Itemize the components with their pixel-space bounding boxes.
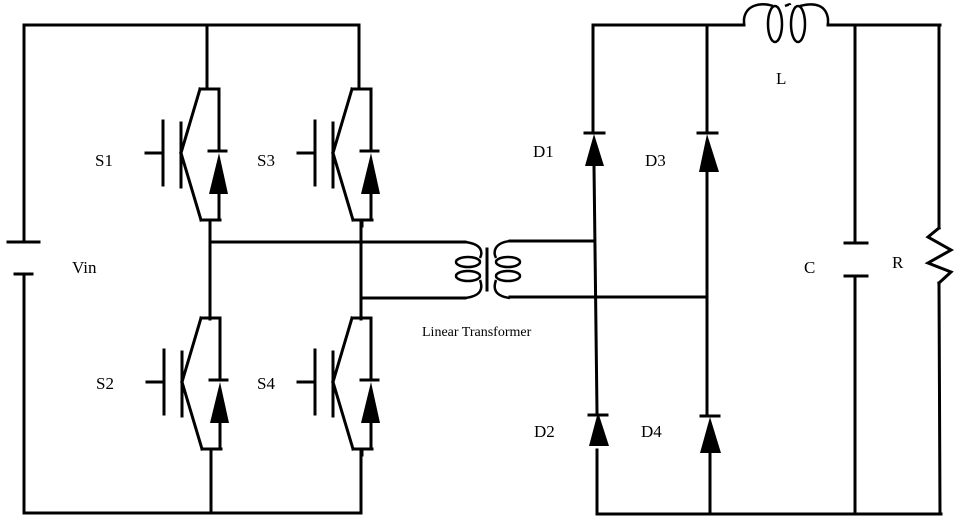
primary-coil-loop-2: [454, 269, 482, 283]
primary-wiring: [22, 23, 467, 515]
inductor-loop-2: [789, 4, 807, 44]
inductor-symbol: [742, 3, 830, 44]
s4-igbt-symbol: [296, 316, 380, 457]
d2-triangle: [589, 412, 609, 446]
d2-label: D2: [534, 422, 555, 441]
s1-emitter-diagonal: [179, 151, 203, 222]
diode-d1-symbol: [583, 131, 606, 166]
transformer-symbol: [454, 239, 522, 300]
vin-source-symbol: [6, 240, 41, 276]
s4-diode-triangle: [361, 382, 380, 423]
inductor-left-lead: [742, 3, 774, 25]
d3-triangle: [699, 134, 719, 172]
d1-triangle: [585, 134, 604, 166]
capacitor-label: C: [804, 258, 816, 277]
d4-triangle: [700, 417, 721, 453]
secondary-coil-loop-1: [494, 255, 522, 269]
secondary-coil-loop-2: [494, 269, 522, 283]
transformer-label: Linear Transformer: [422, 325, 532, 340]
s3-diode-triangle: [361, 153, 380, 194]
resistor-zigzag: [924, 225, 955, 286]
inductor-label: L: [776, 69, 787, 88]
secondary-winding-bottom-lead: [493, 279, 511, 300]
inductor-loop-1: [766, 4, 784, 44]
d3-label: D3: [645, 151, 666, 170]
s3-collector-diagonal: [331, 87, 354, 155]
primary-winding-top-lead: [464, 240, 483, 259]
secondary-wiring: [508, 23, 943, 516]
s2-label: S2: [96, 374, 114, 393]
primary-winding-bottom-lead: [464, 279, 483, 300]
s4-emitter-diagonal: [331, 380, 355, 451]
s2-igbt-symbol: [145, 316, 229, 457]
d4-label: D4: [641, 422, 662, 441]
s1-diode-triangle: [209, 153, 228, 194]
s1-label: S1: [95, 151, 113, 170]
capacitor-symbol: [843, 241, 869, 278]
resistor-symbol: [924, 225, 955, 286]
s3-label: S3: [257, 151, 275, 170]
s2-emitter-diagonal: [180, 380, 204, 451]
diode-d2-symbol: [587, 412, 609, 446]
s4-collector-diagonal: [331, 316, 354, 384]
s3-emitter-diagonal: [331, 151, 355, 222]
d1-d2-leg-wire: [592, 164, 599, 414]
resistor-label: R: [892, 253, 904, 272]
s3-igbt-symbol: [296, 87, 380, 228]
d1-label: D1: [533, 142, 554, 161]
s4-label: S4: [257, 374, 275, 393]
diode-d4-symbol: [699, 414, 721, 453]
s2-diode-triangle: [210, 382, 229, 423]
vin-label: Vin: [72, 258, 97, 277]
diode-d3-symbol: [696, 131, 719, 172]
inductor-right-lead: [784, 3, 830, 25]
s2-collector-diagonal: [180, 316, 203, 384]
resistor-bottom-wire: [937, 281, 942, 516]
s1-igbt-symbol: [144, 87, 228, 228]
primary-coil-loop-1: [454, 255, 482, 269]
secondary-winding-top-lead: [493, 239, 511, 259]
s1-collector-diagonal: [179, 87, 202, 155]
